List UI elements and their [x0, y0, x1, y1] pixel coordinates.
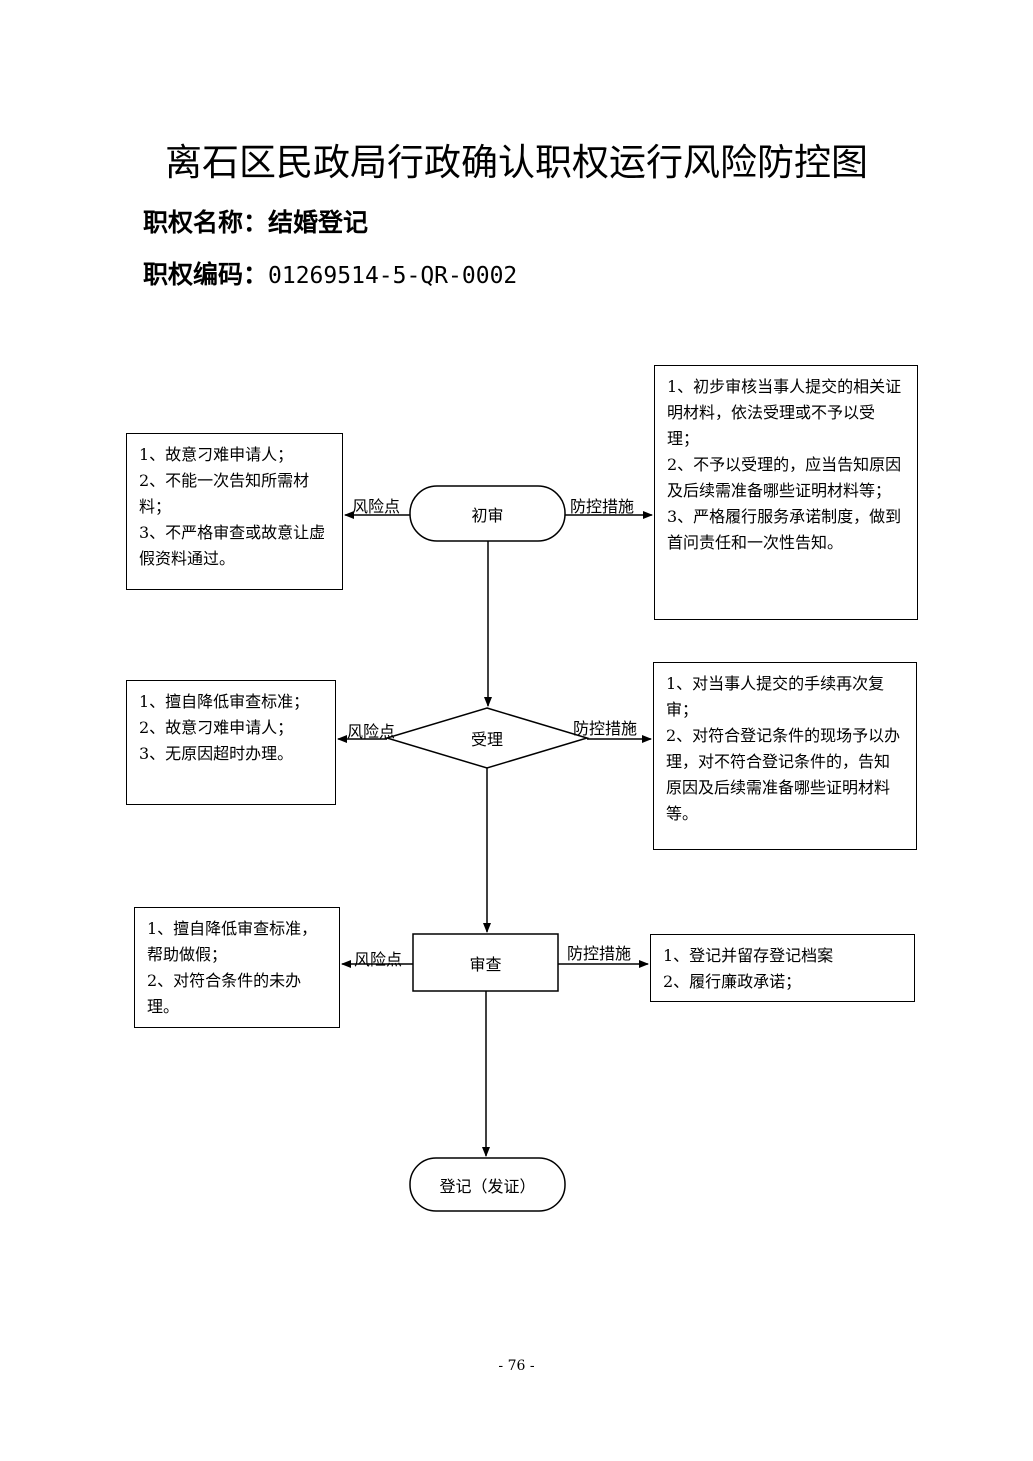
- risk-item: 3、不严格审查或故意让虚假资料通过。: [139, 523, 326, 568]
- control-box-2: 1、对当事人提交的手续再次复审； 2、对符合登记条件的现场予以办理，对不符合登记…: [653, 662, 917, 850]
- authority-code-label: 职权编码：: [143, 260, 269, 289]
- node-chushen: 初审: [471, 505, 504, 525]
- risk-box-3: 1、擅自降低审查标准，帮助做假； 2、对符合条件的未办理。: [134, 907, 340, 1028]
- risk-item: 1、故意刁难申请人；: [139, 445, 294, 464]
- control-box-3: 1、登记并留存登记档案 2、履行廉政承诺；: [650, 934, 915, 1002]
- risk-item: 2、不能一次告知所需材料；: [139, 471, 310, 516]
- control-item: 2、履行廉政承诺；: [663, 972, 802, 991]
- authority-code-line: 职权编码：01269514-5-QR-0002: [143, 255, 517, 291]
- control-label-2: 防控措施: [573, 719, 638, 738]
- risk-item: 1、擅自降低审查标准；: [139, 692, 310, 711]
- risk-label-3: 风险点: [354, 950, 403, 969]
- control-label-1: 防控措施: [570, 497, 635, 516]
- node-shape-shencha: [412, 933, 559, 992]
- node-end: 登记（发证）: [439, 1176, 536, 1196]
- control-item: 2、不予以受理的，应当告知原因及后续需准备哪些证明材料等；: [667, 455, 902, 500]
- page-number: - 76 -: [498, 1358, 535, 1374]
- node-shouli: 受理: [470, 730, 503, 749]
- node-shencha: 审查: [469, 954, 502, 974]
- control-label-3: 防控措施: [567, 944, 632, 963]
- control-box-1: 1、初步审核当事人提交的相关证明材料，依法受理或不予以受理； 2、不予以受理的，…: [654, 365, 918, 620]
- control-item: 1、初步审核当事人提交的相关证明材料，依法受理或不予以受理；: [667, 377, 902, 448]
- authority-code: 01269514-5-QR-0002: [268, 263, 518, 289]
- node-shape-end: [409, 1157, 566, 1212]
- authority-name-line: 职权名称：结婚登记: [143, 203, 368, 239]
- risk-item: 2、对符合条件的未办理。: [147, 971, 302, 1016]
- risk-item: 2、故意刁难申请人；: [139, 718, 294, 737]
- authority-name: 结婚登记: [268, 208, 369, 237]
- control-item: 1、登记并留存登记档案: [663, 946, 834, 965]
- risk-item: 3、无原因超时办理。: [139, 744, 294, 763]
- risk-box-2: 1、擅自降低审查标准； 2、故意刁难申请人； 3、无原因超时办理。: [126, 680, 336, 805]
- risk-item: 1、擅自降低审查标准，帮助做假；: [147, 919, 318, 964]
- risk-label-2: 风险点: [347, 722, 396, 741]
- page-title: 离石区民政局行政确认职权运行风险防控图: [165, 141, 868, 184]
- control-item: 2、对符合登记条件的现场予以办理，对不符合登记条件的，告知原因及后续需准备哪些证…: [666, 726, 901, 823]
- risk-box-1: 1、故意刁难申请人； 2、不能一次告知所需材料； 3、不严格审查或故意让虚假资料…: [126, 433, 343, 590]
- control-item: 3、严格履行服务承诺制度，做到首问责任和一次性告知。: [667, 507, 902, 552]
- control-item: 1、对当事人提交的手续再次复审；: [666, 674, 885, 719]
- risk-label-1: 风险点: [352, 497, 401, 516]
- authority-name-label: 职权名称：: [143, 208, 269, 237]
